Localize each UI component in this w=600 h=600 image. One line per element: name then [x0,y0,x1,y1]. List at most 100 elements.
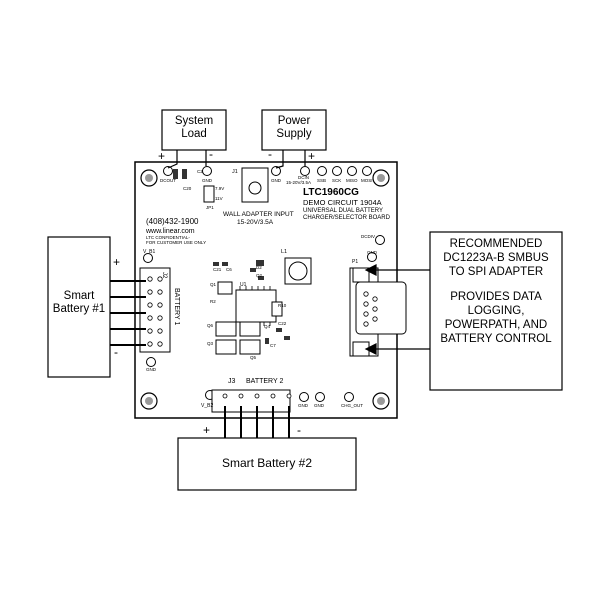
dcout-label: DCOUT [160,178,176,183]
top-terminals [143,166,385,402]
q5-label: Q5 [250,355,257,360]
dcin-spec: 15-20V/3.5A [286,180,312,185]
power-supply-line-2: Supply [276,128,312,141]
system-load-line-1: System [174,115,214,127]
u1-label: U1 [240,282,247,288]
j2-label: J2 [161,272,167,279]
wall-adapter-label: WALL ADAPTER INPUT [223,211,294,218]
smart-battery-1-label: Smart Battery #1 [48,290,110,316]
connector-j3-pins [222,393,292,399]
c20-capacitor-2 [182,169,187,179]
connector-j2-pins [147,276,163,347]
power-supply-plus: + [308,149,316,163]
smart-battery-2-label: Smart Battery #2 [221,456,313,470]
c21-label: C21 [213,267,222,272]
ssb-label: SSB [317,178,327,183]
adapter-line-7: POWERPATH, AND [444,318,548,331]
connector-j3 [211,389,291,413]
l1-label: L1 [281,249,288,255]
gnd-left-label: GND [146,367,156,372]
d2-label: D2 [256,265,262,270]
gnd-right-label: GND [367,250,377,255]
adapter-line-5: PROVIDES DATA [450,291,542,304]
j3-label: J3 [228,378,236,385]
power-supply-line-1: Power [277,115,311,127]
sck-label: SCK [332,178,342,183]
gnd-bottom-2-label: GND [314,403,324,408]
mosfets [215,281,283,355]
v-b1-label: V_B1 [143,249,156,255]
chg-out-label: CHG_OUT [341,403,364,408]
board-web: www.linear.com [146,228,195,235]
system-load-label: System Load [162,115,226,141]
r10-label: R10 [278,303,287,308]
dcdiv-label: DCDIV [361,234,376,239]
adapter-line-8: BATTERY CONTROL [440,332,552,345]
battery1-plus: + [113,255,121,269]
spi-adapter-box [429,231,563,391]
battery2-plus: + [203,423,211,437]
small-components [213,260,290,344]
system-load-box [161,109,227,151]
adapter-line-4 [430,279,562,291]
battery2-minus: - [297,423,301,437]
system-load-line-2: Load [181,128,207,141]
ic-u1 [235,289,277,323]
dcin-label: DCIN [298,175,309,180]
smart-battery-1-line-2: Battery #1 [52,303,106,316]
db9-shell [355,281,407,335]
system-load-wires [167,150,306,169]
battery2-leads [224,406,290,438]
p1-label: P1 [352,259,359,265]
r2-label: R2 [210,299,216,304]
power-supply-box [261,109,327,151]
c20-label: C20 [183,186,192,191]
smart-battery-2-box [177,437,357,491]
jumper-jp1 [203,185,215,203]
adapter-line-6: LOGGING, [467,305,525,318]
adapter-line-1: RECOMMENDED [449,238,543,250]
c20-capacitor [173,169,178,179]
db9-pins [363,291,378,327]
mosi-label: MOSI [361,178,373,183]
q2-label: Q2 [256,273,263,278]
q3-label: Q3 [207,341,214,346]
gnd-bottom-1-label: GND [298,403,308,408]
battery-1-label: BATTERY 1 [173,288,180,326]
adapter-line-2: DC1223A-B SMBUS [443,251,549,264]
db9-post-top [352,267,370,283]
miso-label: MISO [346,178,358,183]
q4-label: Q4 [264,324,271,329]
battery-2-label: BATTERY 2 [246,378,284,385]
board-demo-number: DEMO CIRCUIT 1904A [303,198,382,207]
q6-label: Q6 [207,323,214,328]
battery1-minus: - [114,345,118,359]
c7-label: C7 [270,343,276,348]
power-supply-label: Power Supply [262,115,326,141]
inductor-coil [288,261,308,281]
gnd-top-left-label: GND [202,178,212,183]
j1-label: J1 [232,169,238,175]
gnd-top-right-label: GND [271,178,281,183]
dc-jack-barrel [248,181,262,195]
board-desc-2: CHARGER/SELECTOR BOARD [303,215,390,221]
system-load-minus: - [209,147,213,161]
battery1-leads [110,280,146,346]
adapter-arrows [364,264,430,355]
smart-battery-1-line-1: Smart [63,290,95,302]
board-part-number: LTC1960CG [303,187,359,198]
q1-label: Q1 [210,282,217,287]
board-conf-1: LTC CONFIDENTIAL- [146,235,190,240]
power-supply-minus: - [268,147,272,161]
c6-label: C6 [226,267,232,272]
opt-11v-label: 11V [215,196,223,201]
wall-adapter-spec: 15-20V/3.5A [237,219,274,226]
smart-battery-1-box [47,236,111,378]
board-phone: (408)432-1900 [146,217,199,226]
adapter-line-3: TO SPI ADAPTER [448,265,544,278]
c2-label: C2 [197,169,203,174]
spi-adapter-label: RECOMMENDED DC1223A-B SMBUS TO SPI ADAPT… [430,238,562,347]
system-load-plus: + [158,149,166,163]
